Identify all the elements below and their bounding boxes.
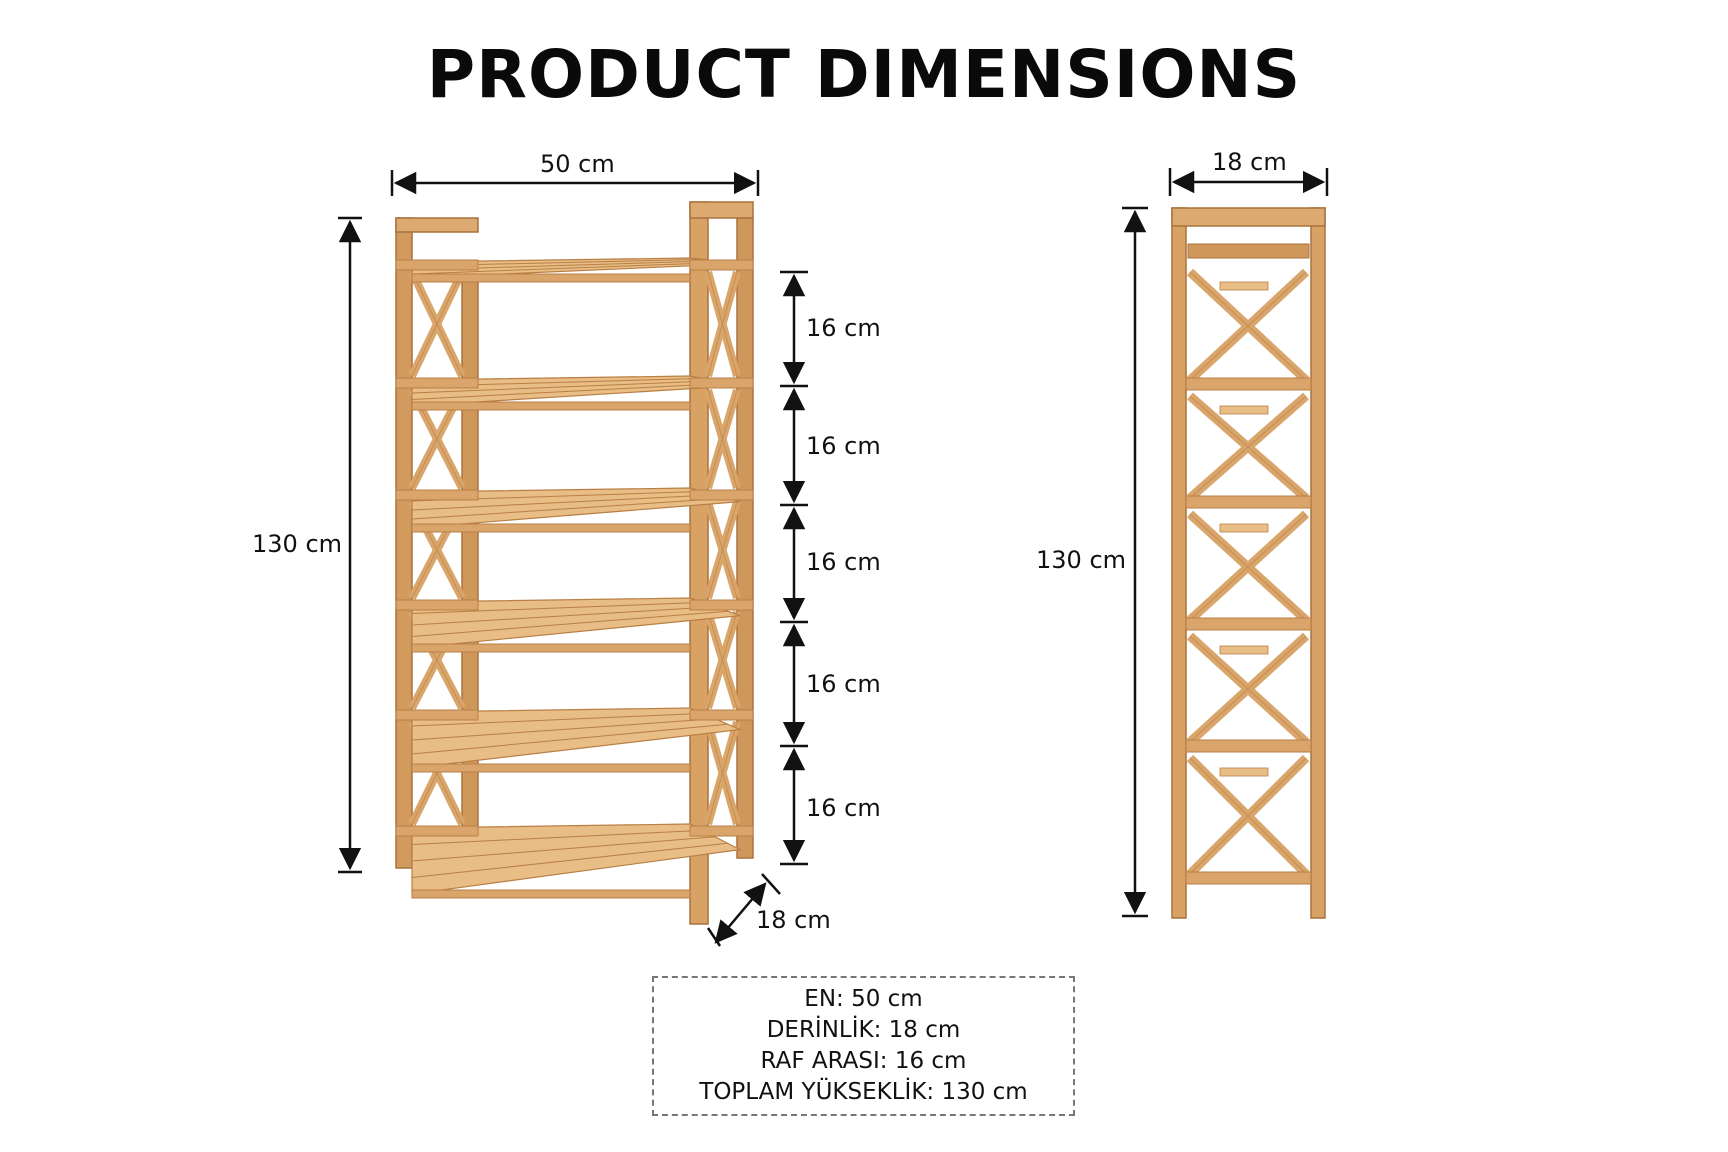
side-section — [1185, 754, 1312, 885]
spacing-label-2: 16 cm — [806, 432, 881, 460]
side-section — [1185, 632, 1312, 753]
side-section — [1185, 392, 1312, 509]
shelf-board — [395, 375, 754, 411]
shelf-board — [395, 707, 754, 773]
x-brace — [704, 720, 741, 826]
spacing-label-5: 16 cm — [806, 794, 881, 822]
side-section — [1185, 510, 1312, 631]
side-depth-label: 18 cm — [1212, 148, 1287, 176]
x-brace — [704, 500, 741, 600]
shelf-board — [395, 487, 754, 533]
front-height-label: 130 cm — [252, 530, 343, 558]
dimension-lines — [338, 168, 1329, 947]
spacing-label-4: 16 cm — [806, 670, 881, 698]
page-title: PRODUCT DIMENSIONS — [426, 36, 1302, 113]
shelf-side-view — [1171, 207, 1326, 919]
spec-total-height: TOPLAM YÜKSEKLİK: 130 cm — [699, 1079, 1028, 1105]
spacing-label-3: 16 cm — [806, 548, 881, 576]
x-brace — [408, 270, 466, 378]
shelf-board — [395, 597, 754, 653]
front-depth-label: 18 cm — [756, 906, 831, 934]
side-sections — [1185, 268, 1312, 885]
side-section — [1185, 268, 1312, 391]
front-width-label: 50 cm — [540, 150, 615, 178]
spec-depth: DERİNLİK: 18 cm — [766, 1017, 961, 1043]
shelf-board — [395, 823, 754, 899]
x-brace — [704, 270, 741, 378]
spec-shelf-spacing: RAF ARASI: 16 cm — [760, 1048, 967, 1074]
shelf-front-view — [395, 201, 754, 925]
spacing-label-1: 16 cm — [806, 314, 881, 342]
shelf-board — [395, 257, 754, 283]
x-brace — [704, 610, 741, 710]
shelf-boards — [395, 257, 754, 899]
specs-box: EN: 50 cm DERİNLİK: 18 cm RAF ARASI: 16 … — [652, 976, 1075, 1116]
side-height-label: 130 cm — [1036, 546, 1127, 574]
spec-width: EN: 50 cm — [804, 986, 923, 1012]
x-brace — [704, 388, 741, 490]
